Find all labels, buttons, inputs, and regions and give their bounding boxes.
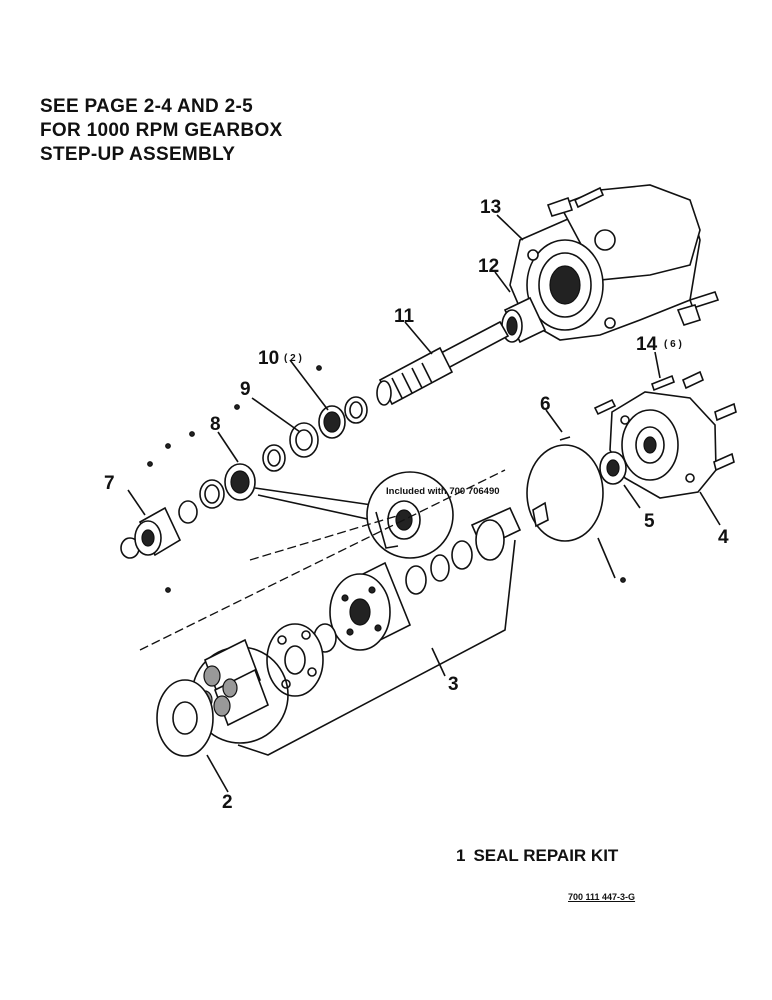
- callout-6: 6: [540, 394, 551, 415]
- kit-label: SEAL REPAIR KIT: [473, 846, 619, 865]
- callout-14: 14: [636, 334, 658, 355]
- drive-shaft: [376, 320, 510, 406]
- callout-8: 8: [210, 414, 221, 435]
- callout-13: 13: [480, 197, 501, 218]
- callout-12: 12: [478, 256, 499, 277]
- callout-11: 11: [394, 306, 415, 327]
- swash-plate: [156, 679, 214, 757]
- reference-note: SEE PAGE 2-4 AND 2-5 FOR 1000 RPM GEARBO…: [40, 95, 283, 167]
- inset-label: Included with 700 706490: [386, 486, 500, 497]
- ring-stack: [120, 396, 368, 559]
- qty-14: ( 6 ): [664, 339, 682, 350]
- qty-10: ( 2 ): [284, 353, 302, 364]
- drawing-reference-number: 700 111 447-3-G: [568, 892, 636, 902]
- callout-9: 9: [240, 379, 251, 400]
- kit-number: 1: [456, 846, 466, 865]
- seal-repair-kit-label: 1 SEAL REPAIR KIT: [456, 846, 626, 866]
- splined-coupler: [134, 506, 182, 557]
- callout-7: 7: [104, 473, 115, 494]
- note-line-1: SEE PAGE 2-4 AND 2-5: [40, 96, 253, 117]
- leader-lines: [127, 214, 721, 793]
- callout-3: 3: [448, 674, 459, 695]
- callout-4: 4: [718, 527, 729, 548]
- axis-line-lower: [249, 514, 401, 561]
- motor-housing: [509, 184, 720, 341]
- callout-2: 2: [222, 792, 233, 813]
- rotating-group: [266, 506, 522, 697]
- kit-markers: [147, 365, 626, 593]
- callout-5: 5: [644, 511, 655, 532]
- callout-10: 10: [258, 348, 279, 369]
- shaft-bearing: [501, 296, 547, 344]
- note-line-2: FOR 1000 RPM GEARBOX: [40, 120, 283, 141]
- note-line-3: STEP-UP ASSEMBLY: [40, 144, 236, 165]
- group-bracket-3: [237, 539, 516, 756]
- axis-line: [139, 469, 506, 651]
- cap-screws: [593, 370, 737, 472]
- end-cover: [609, 391, 717, 499]
- cover-bearing: [599, 451, 627, 485]
- o-ring-gasket: [526, 436, 604, 542]
